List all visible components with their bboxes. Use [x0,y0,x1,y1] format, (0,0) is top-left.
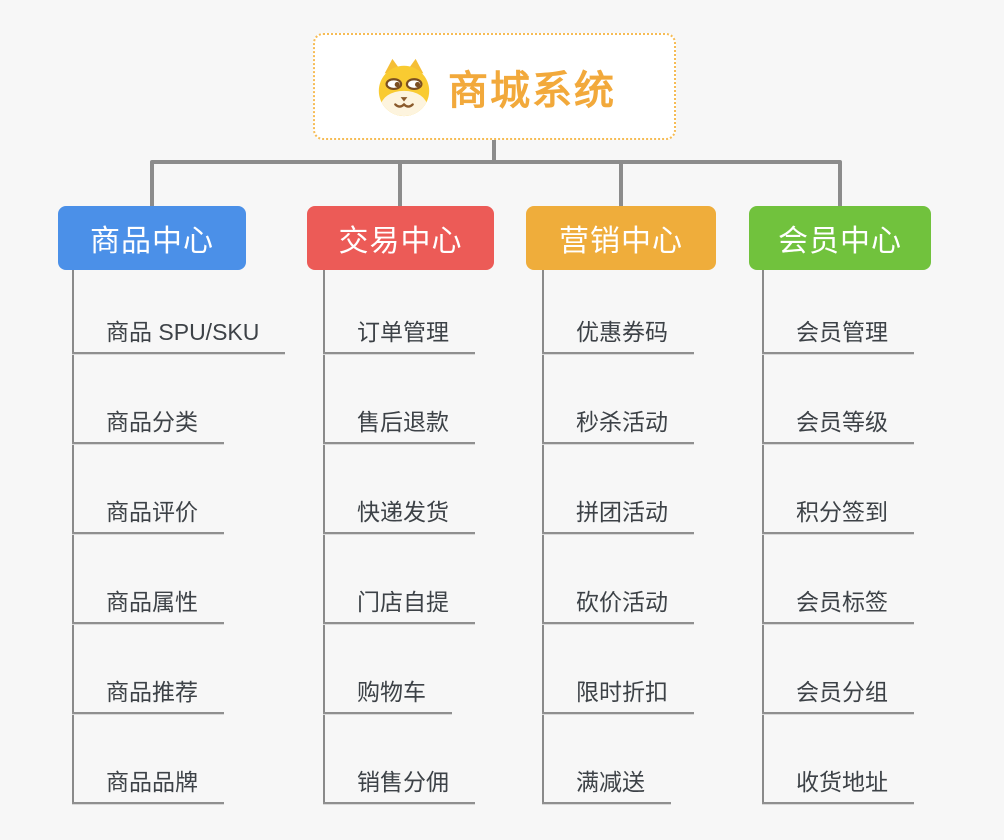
leaf-node[interactable]: 销售分佣 [323,764,475,804]
branch-node-trade-center[interactable]: 交易中心 [307,206,494,270]
leaf-node[interactable]: 商品属性 [72,584,224,624]
branch-label: 会员中心 [778,225,902,258]
connector-drop-marketing [619,162,623,207]
root-node[interactable]: 商城系统 [313,33,676,140]
leaf-node[interactable]: 商品推荐 [72,674,224,714]
branch-label: 交易中心 [338,225,463,258]
leaf-node[interactable]: 商品品牌 [72,764,224,804]
connector-column-marketing [542,270,544,804]
branch-label: 商品中心 [90,225,214,258]
leaf-node[interactable]: 购物车 [323,674,452,714]
leaf-node[interactable]: 会员等级 [762,404,914,444]
connector-column-member [762,270,764,804]
leaf-node[interactable]: 会员分组 [762,674,914,714]
leaf-node[interactable]: 拼团活动 [542,494,694,534]
connector-column-trade [323,270,325,804]
connector-drop-member [838,162,842,207]
leaf-node[interactable]: 订单管理 [323,314,475,354]
root-node-title: 商城系统 [448,68,616,113]
leaf-node[interactable]: 砍价活动 [542,584,694,624]
leaf-node[interactable]: 会员标签 [762,584,914,624]
leaf-node[interactable]: 快递发货 [323,494,475,534]
leaf-node[interactable]: 积分签到 [762,494,914,534]
leaf-node[interactable]: 商品评价 [72,494,224,534]
connector-drop-trade [398,162,402,207]
branch-node-marketing-center[interactable]: 营销中心 [526,206,716,270]
connector-root-trunk [492,139,496,164]
leaf-node[interactable]: 商品分类 [72,404,224,444]
branch-label: 营销中心 [559,225,683,258]
connector-drop-product [150,162,154,207]
leaf-node[interactable]: 门店自提 [323,584,475,624]
leaf-node[interactable]: 限时折扣 [542,674,694,714]
leaf-node[interactable]: 商品 SPU/SKU [72,314,286,354]
leaf-node[interactable]: 秒杀活动 [542,404,694,444]
leaf-node[interactable]: 优惠券码 [542,314,694,354]
leaf-node[interactable]: 售后退款 [323,404,475,444]
branch-node-member-center[interactable]: 会员中心 [749,206,931,270]
branch-node-product-center[interactable]: 商品中心 [58,206,246,270]
leaf-node[interactable]: 满减送 [542,764,671,804]
connector-column-product [72,270,74,804]
leaf-node[interactable]: 会员管理 [762,314,914,354]
leaf-node[interactable]: 收货地址 [762,764,914,804]
dog-face-icon [378,58,430,116]
connector-bus [150,160,842,164]
